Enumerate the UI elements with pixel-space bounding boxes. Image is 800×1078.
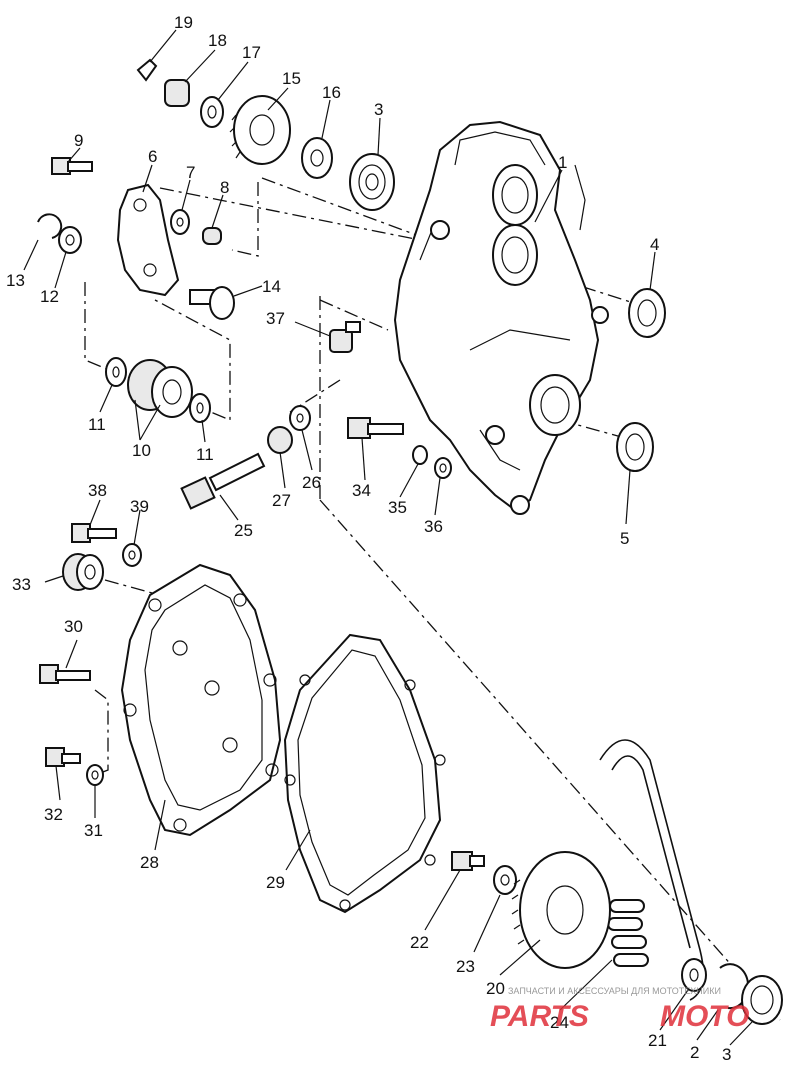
washer-11-right xyxy=(189,393,211,423)
oil-seal-5 xyxy=(616,422,654,472)
callout-28: 28 xyxy=(140,853,159,872)
callout-17: 17 xyxy=(242,43,261,62)
middle-parts xyxy=(105,357,452,510)
nut-27 xyxy=(267,426,293,454)
callout-8: 8 xyxy=(220,178,229,197)
callout-23: 23 xyxy=(456,957,475,976)
washer-31 xyxy=(86,764,104,786)
callout-20: 20 xyxy=(486,979,505,998)
gear-15 xyxy=(229,95,291,165)
sprocket-20 xyxy=(511,851,611,969)
callout-labels: 19 18 17 15 16 3 1 4 5 9 6 7 8 13 12 14 … xyxy=(6,13,731,1064)
bracket-6 xyxy=(116,183,180,297)
gear-case-housing xyxy=(393,120,609,515)
gasket-29 xyxy=(283,633,446,914)
callout-1: 1 xyxy=(558,153,567,172)
callout-33: 33 xyxy=(12,575,31,594)
bolt-32 xyxy=(45,747,81,767)
watermark-logo-left: PARTS xyxy=(490,1000,589,1033)
washer-21 xyxy=(681,958,707,992)
washer-23 xyxy=(493,865,517,895)
callout-29: 29 xyxy=(266,873,285,892)
callout-26: 26 xyxy=(302,473,321,492)
callout-15: 15 xyxy=(282,69,301,88)
callout-12: 12 xyxy=(40,287,59,306)
upper-parts xyxy=(37,58,666,472)
callout-9: 9 xyxy=(74,131,83,150)
callout-32: 32 xyxy=(44,805,63,824)
callout-27: 27 xyxy=(272,491,291,510)
washer-11-left xyxy=(105,357,127,387)
bolt-9 xyxy=(51,157,93,175)
callout-11-left: 11 xyxy=(88,415,106,434)
watermark: ЗАПЧАСТИ И АКСЕССУАРЫ ДЛЯ МОТОТЕХНИКИ PA… xyxy=(490,986,749,1033)
bolt-38 xyxy=(71,523,117,543)
callout-38: 38 xyxy=(88,481,107,500)
callout-3-bottom: 3 xyxy=(722,1045,731,1064)
leader-lines xyxy=(23,29,753,1046)
shaft-14 xyxy=(189,286,235,320)
callout-18: 18 xyxy=(208,31,227,50)
washer-35 xyxy=(412,445,428,465)
watermark-logo-right: MOTO xyxy=(660,1000,749,1033)
bolt-25 xyxy=(180,452,266,510)
callout-11-right: 11 xyxy=(196,445,214,464)
circlip-13 xyxy=(37,213,63,239)
callout-2: 2 xyxy=(690,1043,699,1062)
callout-3-top: 3 xyxy=(374,100,383,119)
callout-39: 39 xyxy=(130,497,149,516)
callout-16: 16 xyxy=(322,83,341,102)
callout-4: 4 xyxy=(650,235,659,254)
fitting-37 xyxy=(329,321,361,353)
chain-links xyxy=(607,899,649,967)
washer-17 xyxy=(200,96,224,128)
washer-7 xyxy=(170,209,190,235)
callout-5: 5 xyxy=(620,529,629,548)
callout-35: 35 xyxy=(388,498,407,517)
washer-16 xyxy=(301,137,333,179)
bushing xyxy=(164,79,190,107)
callout-6: 6 xyxy=(148,147,157,166)
callout-25: 25 xyxy=(234,521,253,540)
callout-24: 24 xyxy=(550,1013,569,1032)
washer-12 xyxy=(58,226,82,254)
lower-parts xyxy=(451,739,783,1025)
callout-13: 13 xyxy=(6,271,25,290)
callout-22: 22 xyxy=(410,933,429,952)
callout-19: 19 xyxy=(174,13,193,32)
bolt-30 xyxy=(39,664,91,684)
callout-37: 37 xyxy=(266,309,285,328)
oil-seal-4 xyxy=(628,288,666,338)
cover-and-gasket xyxy=(39,523,446,914)
cotter-pin xyxy=(136,58,158,82)
callout-36: 36 xyxy=(424,517,443,536)
callout-30: 30 xyxy=(64,617,83,636)
callout-7: 7 xyxy=(186,163,195,182)
washer-36 xyxy=(434,457,452,479)
bolt-34 xyxy=(347,417,404,439)
callout-31: 31 xyxy=(84,821,103,840)
bolt-22 xyxy=(451,851,485,871)
callout-10: 10 xyxy=(132,441,151,460)
callout-14: 14 xyxy=(262,277,281,296)
circlip-2 xyxy=(719,963,750,1010)
bearing-3-top xyxy=(349,153,395,211)
watermark-tagline: ЗАПЧАСТИ И АКСЕССУАРЫ ДЛЯ МОТОТЕХНИКИ xyxy=(508,986,721,996)
callout-34: 34 xyxy=(352,481,371,500)
bearing-10 xyxy=(127,359,193,418)
callout-21: 21 xyxy=(648,1031,667,1050)
bushing-33 xyxy=(62,553,104,591)
washer-26 xyxy=(289,405,311,431)
bearing-3-bottom xyxy=(741,975,783,1025)
washer-39 xyxy=(122,543,142,567)
gear-cover-28 xyxy=(120,563,282,837)
pin-8 xyxy=(202,227,222,245)
